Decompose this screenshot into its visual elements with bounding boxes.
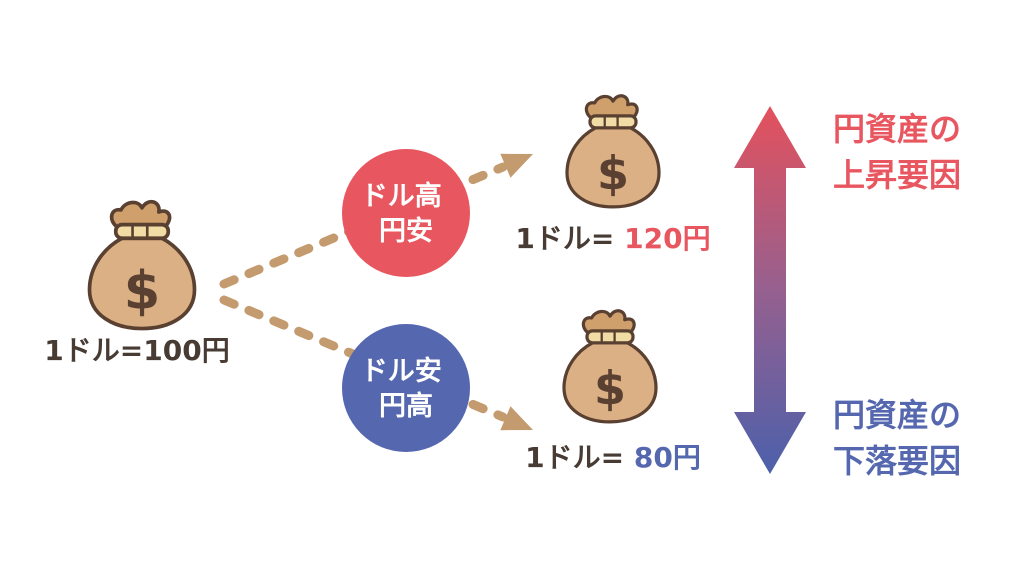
result-down-value: 80円 bbox=[634, 441, 701, 474]
arrowhead-up-icon bbox=[500, 153, 533, 178]
yen-asset-down-line1: 円資産の bbox=[833, 396, 961, 434]
bubble-down-line2: 円高 bbox=[379, 390, 433, 422]
result-down-prefix: 1ドル= bbox=[525, 441, 624, 474]
yen-asset-down-label: 円資産の 下落要因 bbox=[833, 396, 961, 480]
yen-asset-up-line2: 上昇要因 bbox=[833, 156, 961, 194]
yen-asset-down-line2: 下落要因 bbox=[833, 442, 961, 480]
result-rate-up-label: 1ドル= 120円 bbox=[515, 222, 710, 255]
bubble-up: ドル高 円安 bbox=[342, 149, 470, 277]
money-bag-start-icon bbox=[87, 199, 197, 331]
yen-asset-up-label: 円資産の 上昇要因 bbox=[833, 110, 961, 194]
result-rate-down-label: 1ドル= 80円 bbox=[525, 441, 701, 474]
bubble-up-label: ドル高 円安 bbox=[361, 180, 451, 247]
yen-asset-up-line1: 円資産の bbox=[833, 110, 961, 148]
bubble-down-circle bbox=[342, 324, 470, 452]
bubble-down-label: ドル安 円高 bbox=[361, 356, 451, 422]
bubble-up-circle bbox=[342, 149, 470, 277]
arrowhead-down-icon bbox=[500, 406, 533, 431]
money-bag-up-icon bbox=[565, 94, 661, 209]
bubble-down-line1: ドル安 bbox=[361, 356, 442, 387]
money-bag-down-icon bbox=[562, 309, 658, 424]
bubble-up-line1: ドル高 bbox=[361, 180, 442, 212]
updown-gradient-arrow-icon bbox=[734, 106, 806, 474]
start-rate-label: 1ドル=100円 bbox=[44, 334, 229, 367]
result-up-prefix: 1ドル= bbox=[515, 222, 614, 255]
bubble-up-line2: 円安 bbox=[379, 216, 433, 247]
bubble-down: ドル安 円高 bbox=[342, 324, 470, 452]
result-up-value: 120円 bbox=[624, 222, 710, 255]
